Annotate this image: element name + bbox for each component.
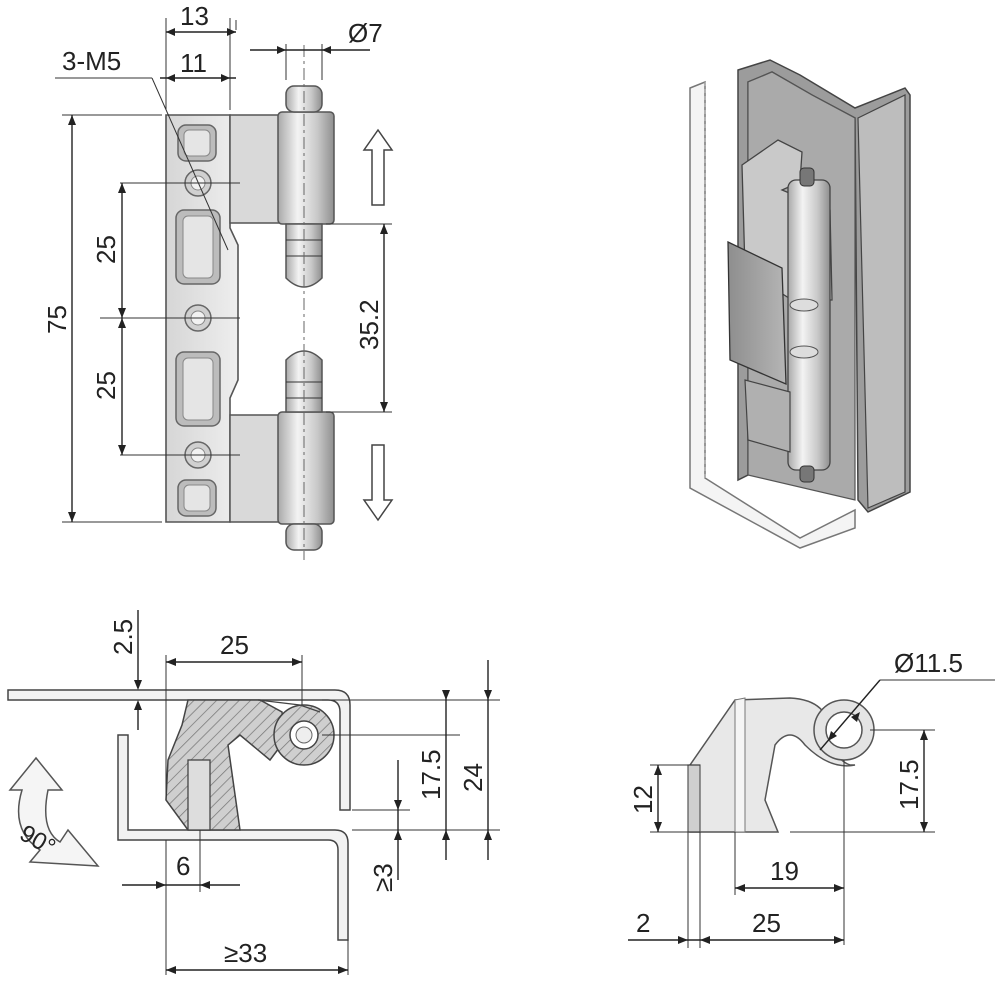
dim-section-offset: 6 [176, 851, 190, 881]
isometric-view [689, 59, 911, 549]
upper-knuckle [277, 111, 335, 225]
dim-side-offset: 2 [636, 908, 650, 938]
rotation-arrow-icon [8, 756, 100, 867]
dim-side-width-outer: 25 [752, 908, 781, 938]
dim-width-inner: 11 [180, 48, 207, 78]
side-view: Ø11.5 12 17.5 19 2 25 [628, 648, 995, 948]
dim-width-outer: 13 [180, 1, 209, 31]
hinge-3d-leaf [727, 240, 787, 386]
dim-side-height-a: 12 [628, 785, 658, 814]
dim-total-height: 75 [42, 305, 72, 334]
screw [187, 759, 211, 831]
hinge-3d-knuckle [787, 179, 831, 471]
dim-side-height-b: 17.5 [894, 759, 924, 810]
lower-leaf [229, 414, 281, 523]
dim-side-width-inner: 19 [770, 856, 799, 886]
dim-min-depth: ≥33 [224, 938, 267, 968]
section-view: 2.5 25 17.5 24 ≥3 6 ≥33 90° [7, 610, 500, 975]
dim-min-gap: ≥3 [368, 863, 398, 892]
arrow-down-icon [362, 444, 394, 522]
dim-section-width: 25 [220, 630, 249, 660]
upper-leaf [229, 114, 281, 224]
dim-holes-label: 3-M5 [62, 46, 121, 76]
dim-pitch-lower: 25 [91, 371, 121, 400]
frame-plate [117, 734, 349, 941]
front-view: 13 11 3-M5 Ø7 75 25 25 35.2 [42, 1, 394, 560]
dim-section-height-b: 24 [458, 763, 488, 792]
dim-pitch-upper: 25 [91, 235, 121, 264]
dim-pin-dia: Ø7 [348, 18, 383, 48]
lower-knuckle [277, 411, 335, 525]
hinge-section [165, 699, 286, 831]
dim-thickness: 2.5 [108, 619, 138, 655]
door-panel [689, 80, 856, 549]
arrow-up-icon [362, 128, 394, 206]
dim-knuckle-dia: Ø11.5 [894, 648, 963, 678]
dim-pin-gap: 35.2 [354, 299, 384, 350]
dim-section-height-a: 17.5 [416, 749, 446, 800]
